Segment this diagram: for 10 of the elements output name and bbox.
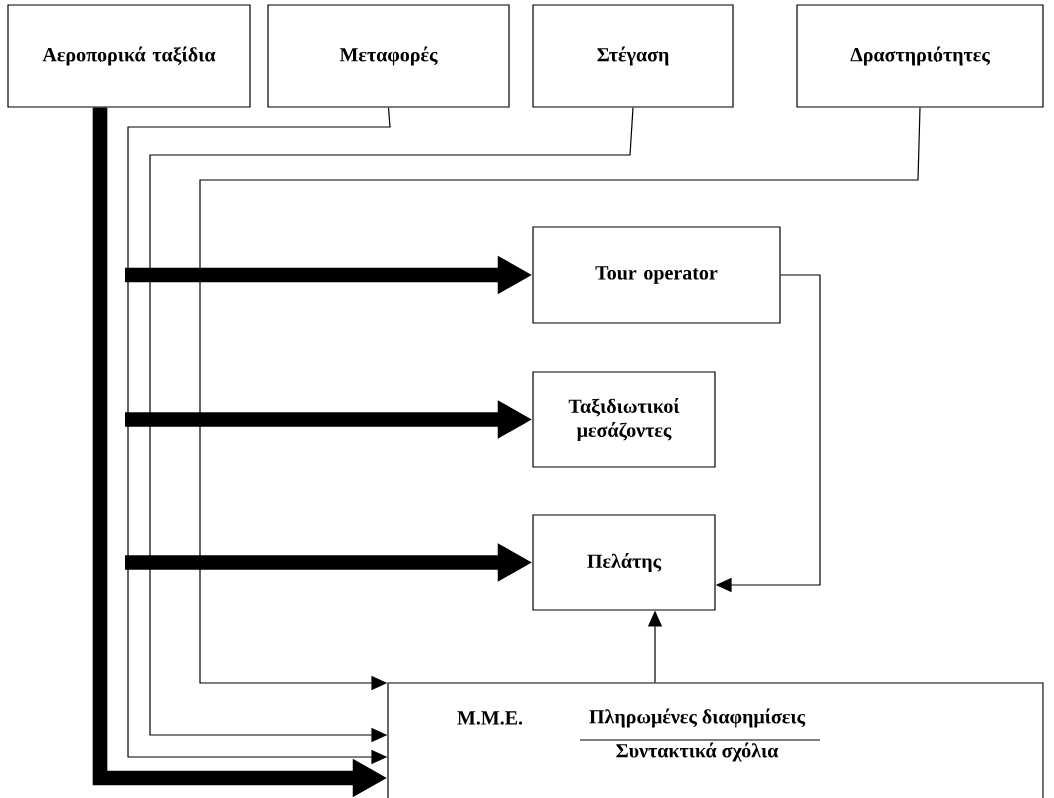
process-box: Ταξιδιωτικοί μεσάζοντες: [532, 371, 716, 468]
box-label: Συντακτικά σχόλια: [616, 742, 779, 762]
process-box: Αεροπορικά ταξίδια: [7, 4, 251, 108]
process-box: Δραστηριότητες: [796, 4, 1044, 108]
process-box: Tour operator: [532, 226, 781, 324]
box-label: Μ.Μ.Ε.: [457, 711, 523, 725]
process-box: Στέγαση: [532, 4, 734, 108]
process-box: Πελάτης: [532, 514, 716, 611]
box-label: Πληρωμένες διαφημίσεις: [589, 708, 806, 728]
process-box: Μεταφορές: [267, 4, 510, 108]
